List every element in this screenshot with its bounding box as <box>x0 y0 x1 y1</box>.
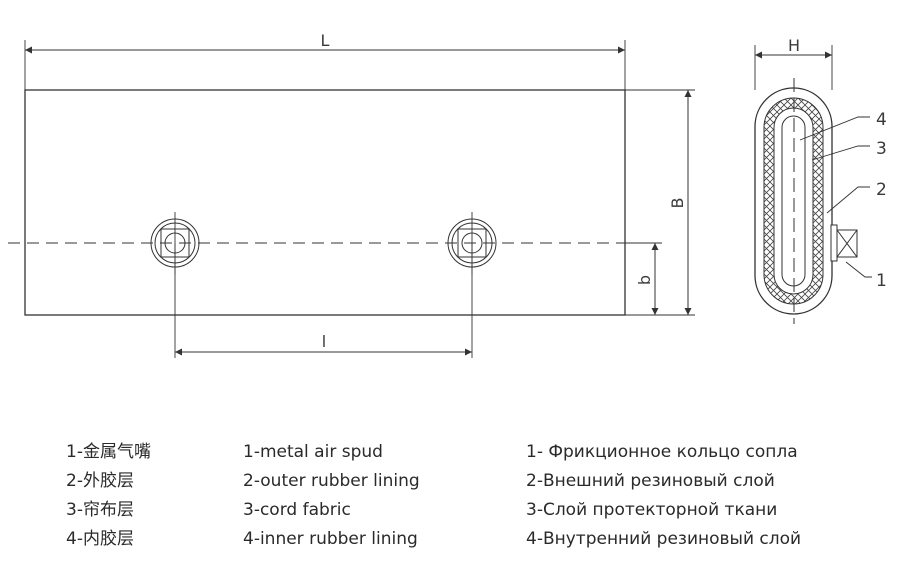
legend-ru-item-3: 3-Слой протекторной ткани <box>526 500 778 520</box>
technical-drawing: L B b l <box>8 31 887 358</box>
legend-zh-item-3: 3-帘布层 <box>66 500 134 520</box>
legend-en-item-1: 1-metal air spud <box>243 442 383 462</box>
height-label: H <box>788 36 800 55</box>
callout-1: 1 <box>876 271 887 291</box>
air-spud-right <box>447 212 497 275</box>
legend-ru-item-1: 1- Фрикционное кольцо сопла <box>526 442 798 462</box>
air-spud-left <box>150 212 200 275</box>
airbag-outline <box>24 89 626 316</box>
legend-zh-item-4: 4-内胶层 <box>66 529 134 549</box>
spacing-label: l <box>322 332 326 351</box>
legend-en-item-4: 4-inner rubber lining <box>243 529 418 549</box>
legend-ru-item-2: 2-Внешний резиновый слой <box>526 471 775 491</box>
width-label: B <box>668 198 687 209</box>
legend-ru-item-4: 4-Внутренний резиновый слой <box>526 529 802 549</box>
section-view: H 4 3 2 1 <box>754 36 887 324</box>
legend-chinese: 1-金属气嘴 2-外胶层 3-帘布层 4-内胶层 <box>66 438 151 554</box>
legend-english: 1-metal air spud 2-outer rubber lining 3… <box>243 438 420 554</box>
callout-4: 4 <box>876 110 887 130</box>
legend-en-item-2: 2-outer rubber lining <box>243 471 420 491</box>
plan-view: L B b l <box>8 31 695 358</box>
legend-zh-item-1: 1-金属气嘴 <box>66 442 151 462</box>
length-label: L <box>321 31 330 50</box>
callout-3: 3 <box>876 139 887 159</box>
legend-russian: 1- Фрикционное кольцо сопла 2-Внешний ре… <box>526 438 801 554</box>
section-air-spud <box>830 224 858 262</box>
callout-2: 2 <box>876 180 887 200</box>
legend-zh-item-2: 2-外胶层 <box>66 471 134 491</box>
offset-label: b <box>635 275 654 285</box>
legend-en-item-3: 3-cord fabric <box>243 500 351 520</box>
callout-leaders <box>799 116 872 278</box>
